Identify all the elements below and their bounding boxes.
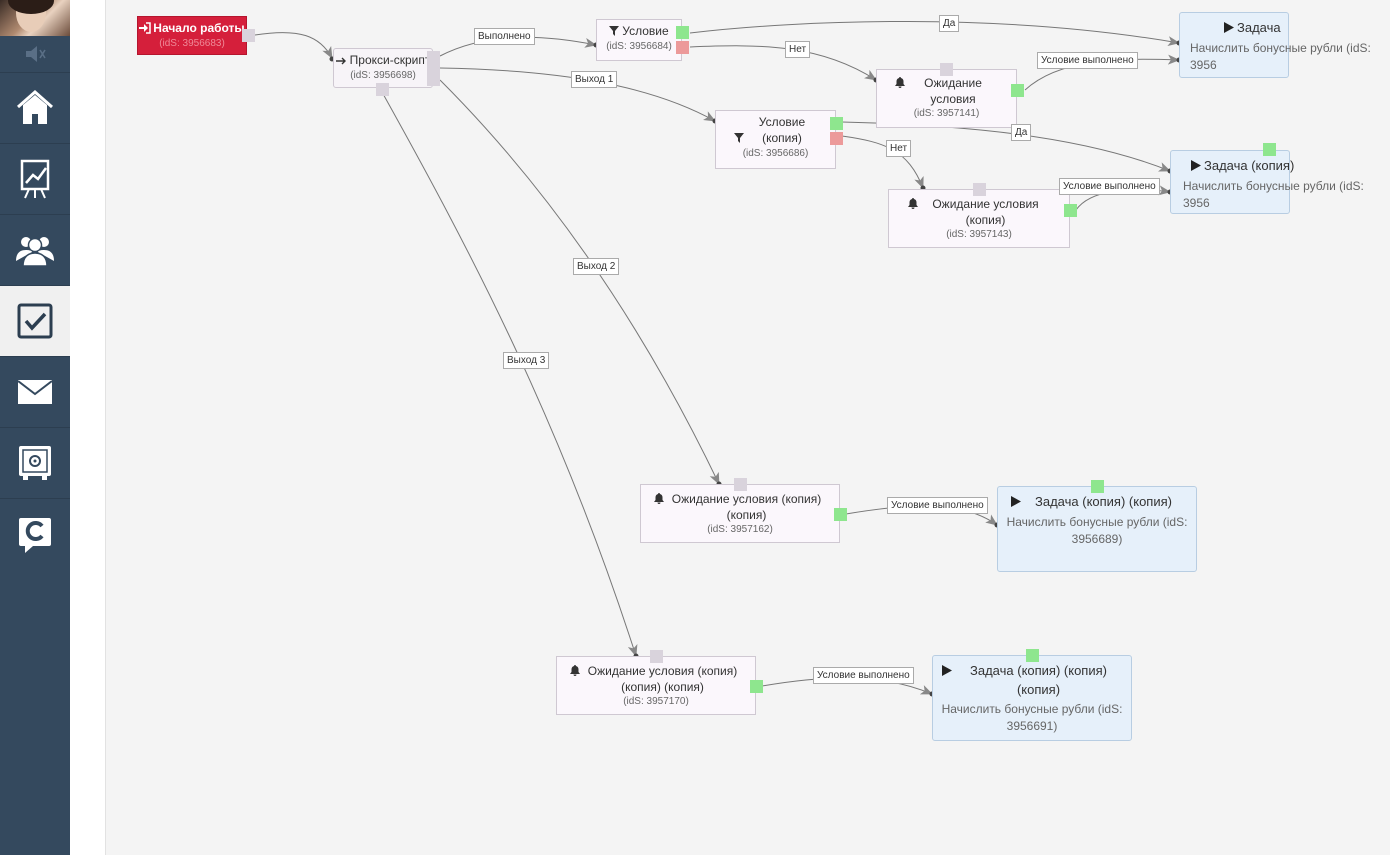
port-task-copy-out[interactable] xyxy=(1263,143,1276,156)
port-proxy-out-2[interactable] xyxy=(427,62,440,75)
edge-label-no-copy[interactable]: Нет xyxy=(886,140,912,157)
brand-c-icon xyxy=(19,518,51,553)
sidebar xyxy=(0,0,70,855)
node-proxy[interactable]: Прокси-скрипт (idS: 3956698) xyxy=(333,48,433,88)
port-start-out[interactable] xyxy=(242,29,255,42)
edge-label-no[interactable]: Нет xyxy=(785,41,811,58)
node-title: Прокси-скрипт xyxy=(349,53,431,67)
node-wait[interactable]: Ожидание условия (idS: 3957141) xyxy=(876,69,1017,128)
port-condition-copy-no[interactable] xyxy=(830,132,843,145)
node-title: Условие (копия) xyxy=(758,115,806,145)
node-task[interactable]: Задача Начислить бонусные рубли (idS: 39… xyxy=(1179,12,1371,78)
port-wait-copy-copy-copy-in[interactable] xyxy=(650,650,663,663)
play-icon xyxy=(1224,19,1234,38)
filter-icon xyxy=(609,24,620,40)
chart-board-icon xyxy=(20,159,50,199)
sidebar-item-safe[interactable] xyxy=(0,427,70,498)
node-ids: (idS: 3957162) xyxy=(707,524,773,535)
edge-label-out1[interactable]: Выход 1 xyxy=(571,71,618,88)
edge-label-yes-copy[interactable]: Да xyxy=(1011,124,1032,141)
bell-icon xyxy=(569,664,580,680)
sidebar-item-clients[interactable] xyxy=(0,214,70,285)
node-title: Задача (копия) xyxy=(1204,158,1295,173)
edge-label-condition-met-4[interactable]: Условие выполнено xyxy=(813,667,914,684)
node-ids: (idS: 3956686) xyxy=(742,148,809,159)
sidebar-item-analytics[interactable] xyxy=(0,143,70,214)
node-ids: (idS: 3957143) xyxy=(946,229,1012,240)
node-condition[interactable]: Условие (idS: 3956684) xyxy=(596,19,682,61)
node-ids: (idS: 3956698) xyxy=(350,70,416,81)
node-title: Начало работы xyxy=(153,21,245,35)
sound-muted-icon[interactable] xyxy=(0,36,70,72)
port-proxy-out-1[interactable] xyxy=(427,51,440,64)
node-start[interactable]: Начало работы (idS: 3956683) xyxy=(137,16,247,55)
port-proxy-out-4[interactable] xyxy=(376,83,389,96)
bell-icon xyxy=(895,76,905,92)
node-ids: (idS: 3957141) xyxy=(913,108,980,119)
node-title: Ожидание условия (копия) (копия) xyxy=(671,492,822,522)
port-wait-copy-copy-in[interactable] xyxy=(734,478,747,491)
port-proxy-out-3[interactable] xyxy=(427,73,440,86)
play-icon xyxy=(1191,157,1201,176)
bell-icon xyxy=(653,492,664,508)
node-title: Ожидание условия xyxy=(924,76,982,106)
play-icon xyxy=(941,662,952,681)
node-title: Ожидание условия (копия) xyxy=(932,197,1039,227)
node-ids: (idS: 3956684) xyxy=(606,41,672,52)
node-title: Задача (копия) (копия) (копия) xyxy=(970,663,1107,697)
node-task-copy-copy-copy[interactable]: Задача (копия) (копия) (копия) Начислить… xyxy=(932,655,1132,741)
bell-icon xyxy=(907,197,918,213)
envelope-icon xyxy=(17,380,53,404)
node-desc: Начислить бонусные рубли (idS: 3956691) xyxy=(941,702,1123,733)
port-wait-copy-out[interactable] xyxy=(1064,204,1077,217)
port-task-copy-copy-copy-out[interactable] xyxy=(1026,649,1039,662)
sign-in-icon xyxy=(139,21,152,37)
node-wait-copy-copy-copy[interactable]: Ожидание условия (копия) (копия) (копия)… xyxy=(556,656,756,715)
node-title: Ожидание условия (копия) (копия) (копия) xyxy=(587,664,738,694)
node-desc: Начислить бонусные рубли (idS: 3956 xyxy=(1183,179,1364,210)
sidebar-item-brand[interactable] xyxy=(0,498,70,569)
sidebar-item-home[interactable] xyxy=(0,72,70,143)
sidebar-item-tasks[interactable] xyxy=(0,285,70,356)
port-condition-copy-yes[interactable] xyxy=(830,117,843,130)
node-ids: (idS: 3957170) xyxy=(623,696,689,707)
edge-label-done[interactable]: Выполнено xyxy=(474,28,535,45)
safe-icon xyxy=(19,446,51,480)
port-condition-yes[interactable] xyxy=(676,26,689,39)
panel-gutter xyxy=(70,0,106,855)
node-task-copy[interactable]: Задача (копия) Начислить бонусные рубли … xyxy=(1170,150,1364,214)
users-icon xyxy=(16,237,54,267)
node-title: Условие xyxy=(622,24,669,38)
sidebar-item-mail[interactable] xyxy=(0,356,70,427)
node-condition-copy[interactable]: Условие (копия) (idS: 3956686) xyxy=(715,110,836,169)
node-task-copy-copy[interactable]: Задача (копия) (копия) Начислить бонусны… xyxy=(997,486,1197,572)
edge-label-condition-met-3[interactable]: Условие выполнено xyxy=(887,497,988,514)
port-wait-copy-copy-out[interactable] xyxy=(834,508,847,521)
play-icon xyxy=(1010,493,1021,512)
home-icon xyxy=(17,89,53,124)
node-desc: Начислить бонусные рубли (idS: 3956689) xyxy=(1006,515,1188,546)
filter-icon xyxy=(734,131,744,147)
edge-label-condition-met-copy[interactable]: Условие выполнено xyxy=(1059,178,1160,195)
edge-label-out2[interactable]: Выход 2 xyxy=(573,258,620,275)
edge-label-out3[interactable]: Выход 3 xyxy=(503,352,550,369)
edge-label-condition-met[interactable]: Условие выполнено xyxy=(1037,52,1138,69)
port-wait-in[interactable] xyxy=(940,63,953,76)
node-wait-copy-copy[interactable]: Ожидание условия (копия) (копия) (idS: 3… xyxy=(640,484,840,543)
port-wait-copy-in[interactable] xyxy=(973,183,986,196)
node-title: Задача (копия) (копия) xyxy=(1035,494,1172,509)
port-task-copy-copy-out[interactable] xyxy=(1091,480,1104,493)
port-condition-no[interactable] xyxy=(676,41,689,54)
port-wait-copy-copy-copy-out[interactable] xyxy=(750,680,763,693)
edge-label-yes[interactable]: Да xyxy=(939,15,960,32)
user-avatar[interactable] xyxy=(0,0,70,36)
node-wait-copy[interactable]: Ожидание условия (копия) (idS: 3957143) xyxy=(888,189,1070,248)
node-desc: Начислить бонусные рубли (idS: 3956 xyxy=(1190,41,1371,72)
node-ids: (idS: 3956683) xyxy=(159,38,225,49)
port-wait-out[interactable] xyxy=(1011,84,1024,97)
checkbox-icon xyxy=(17,303,53,339)
arrow-right-icon xyxy=(335,53,347,69)
node-title: Задача xyxy=(1237,20,1281,35)
